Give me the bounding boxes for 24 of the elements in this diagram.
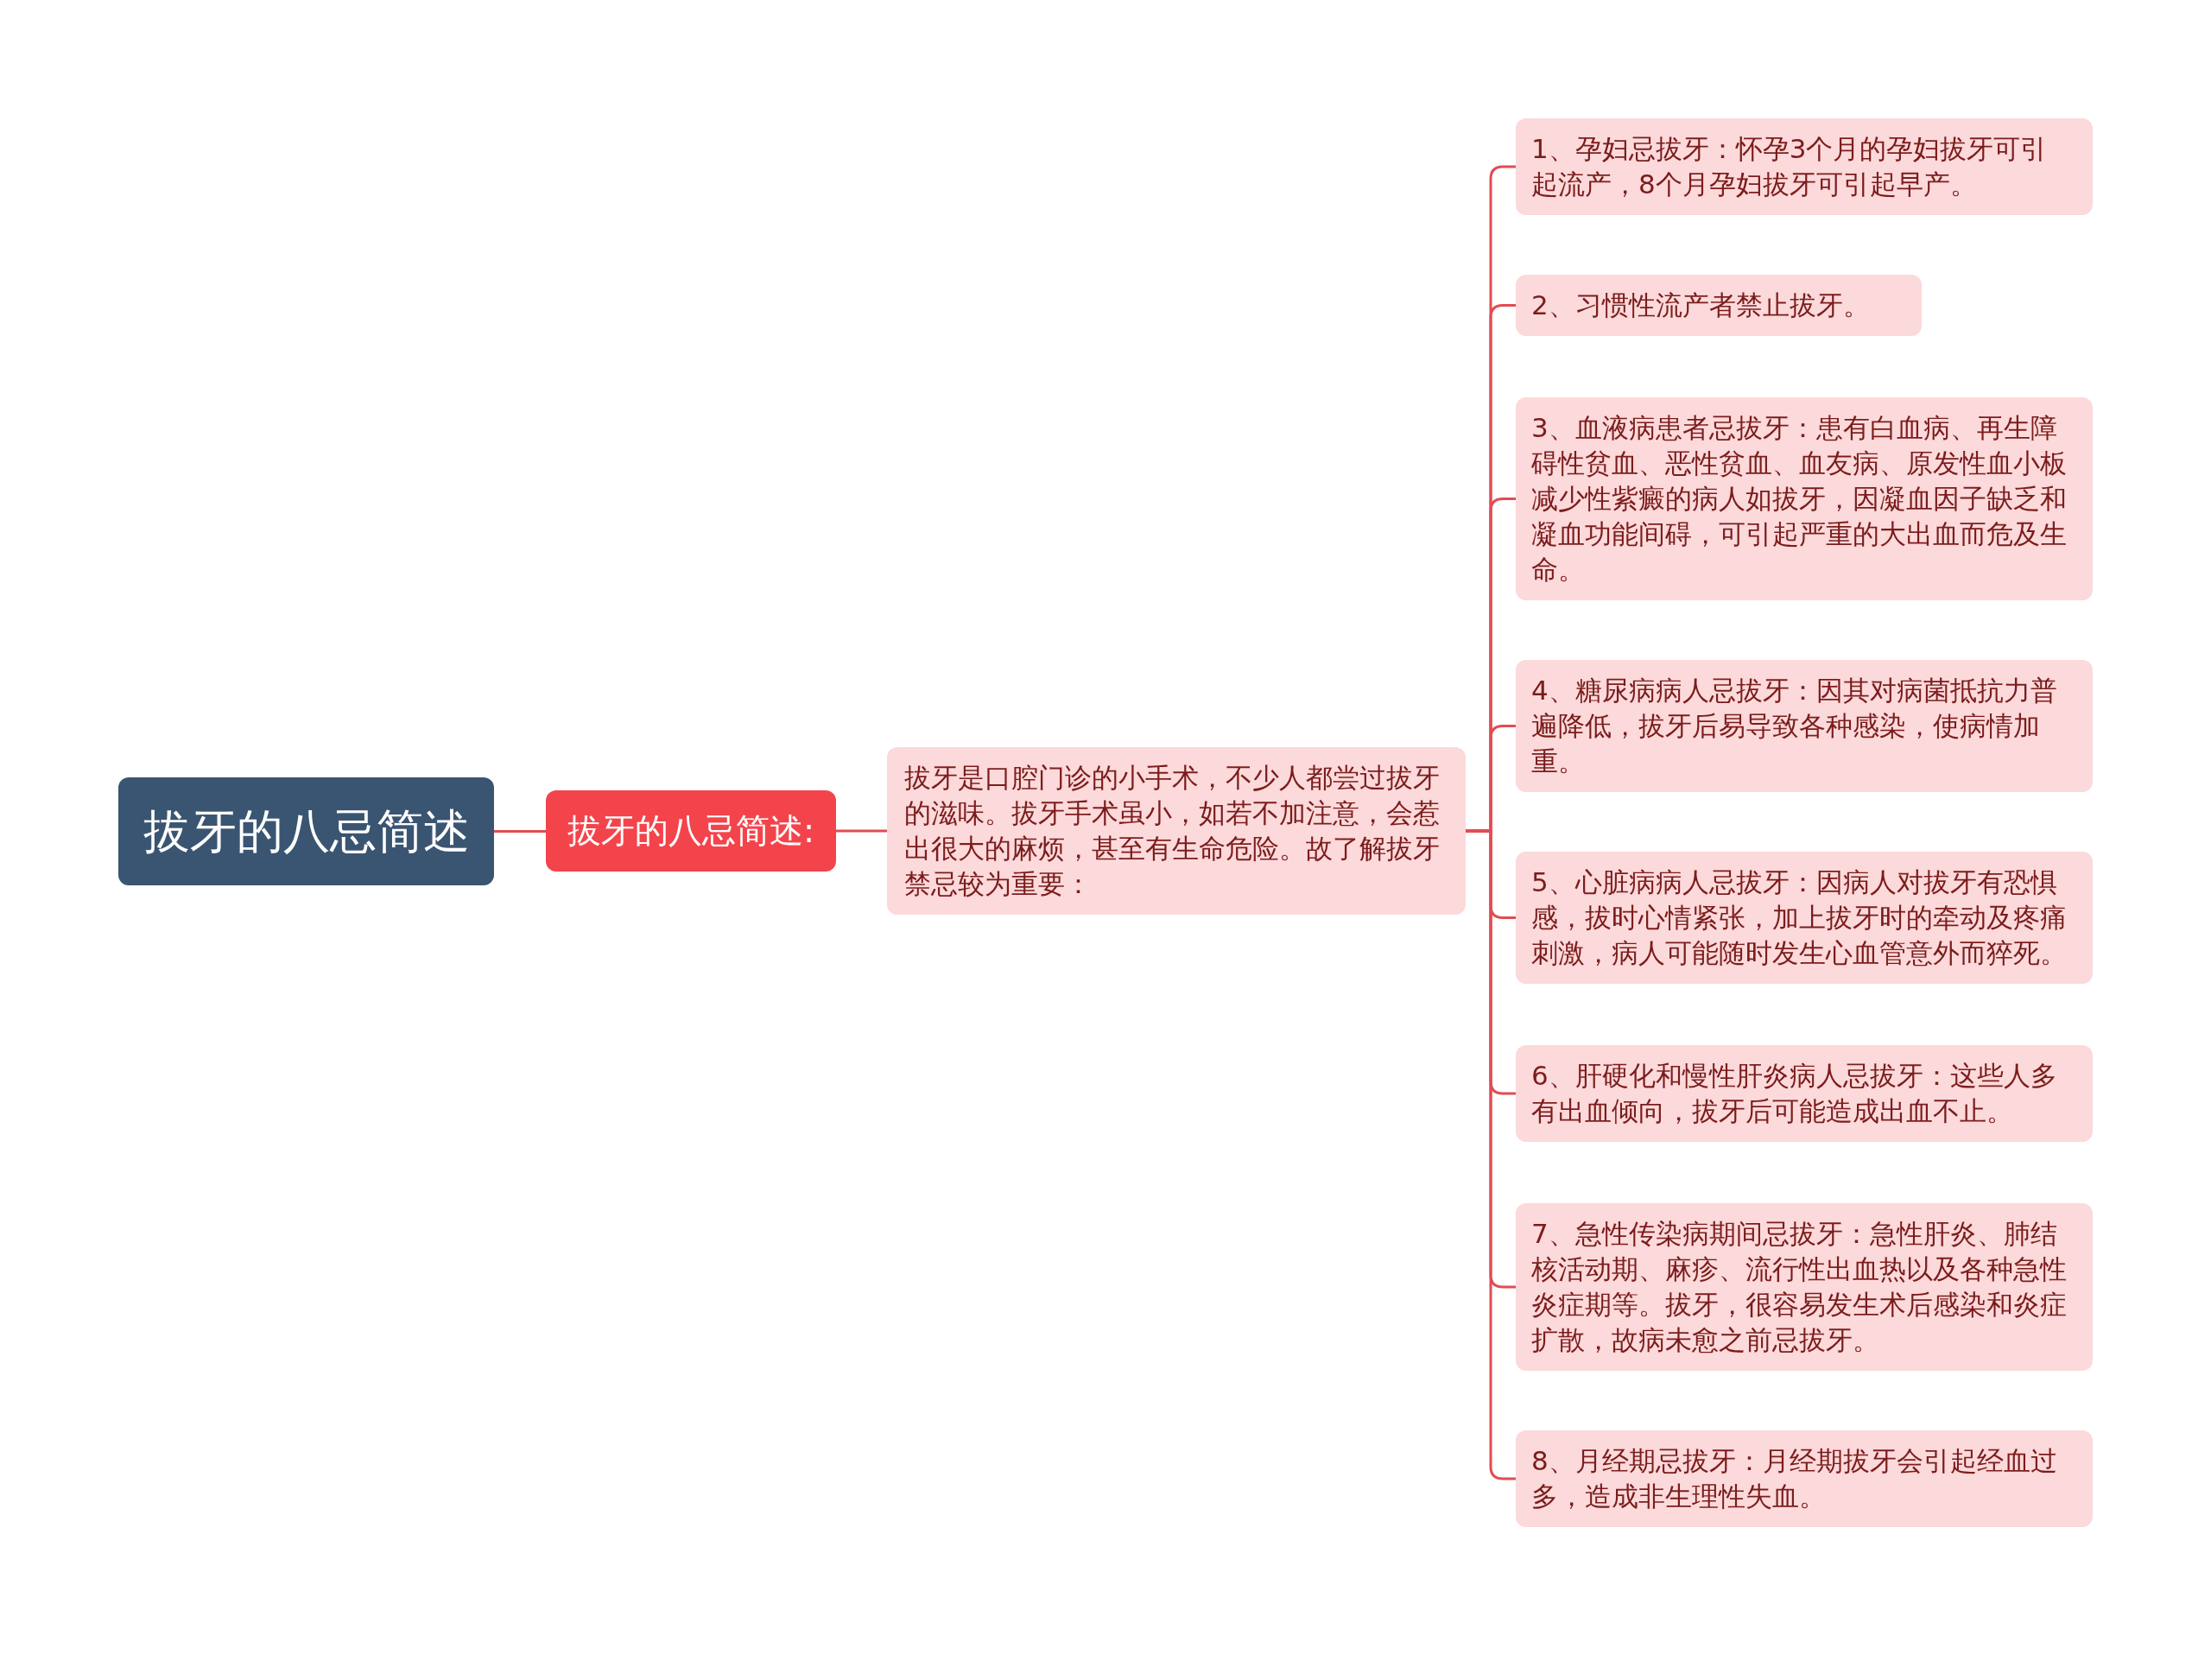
central-topic-title: 拔牙的八忌简述 xyxy=(143,803,470,859)
connector-line xyxy=(836,829,887,833)
item-card xyxy=(1516,1045,2093,1142)
item-text: 3、血液病患者忌拔牙：患有白血病、再生障碍性贫血、恶性贫血、血友病、原发性血小板减少性紫癜的病人如拔牙，因凝血因子缺乏和凝血功能间碍，可引起严重的大出血而危及生命。 xyxy=(1531,411,2068,586)
central-topic-card xyxy=(118,777,494,885)
item-card xyxy=(1516,118,2093,215)
summary-card xyxy=(887,747,1466,915)
item-card xyxy=(1516,397,2093,600)
item-card xyxy=(1516,1430,2093,1527)
item-text: 2、习惯性流产者禁止拔牙。 xyxy=(1531,288,1871,322)
item-text: 8、月经期忌拔牙：月经期拔牙会引起经血过多，造成非生理性失血。 xyxy=(1531,1444,2058,1513)
main-topic-card xyxy=(546,790,836,872)
item-card xyxy=(1516,1203,2093,1371)
connector-line xyxy=(494,830,546,833)
item-text: 4、糖尿病病人忌拔牙：因其对病菌抵抗力普遍降低，拔牙后易导致各种感染，使病情加重。 xyxy=(1531,674,2058,778)
summary-text: 拔牙是口腔门诊的小手术，不少人都尝过拔牙的滋味。拔牙手术虽小，如若不加注意，会惹出很大的麻烦，甚至有生命危险。故了解拔牙禁忌较为重要： xyxy=(904,761,1441,901)
main-topic-title: 拔牙的八忌简述: xyxy=(567,810,815,852)
item-card xyxy=(1516,660,2093,792)
item-card xyxy=(1516,275,1922,336)
item-card xyxy=(1516,852,2093,984)
item-text: 6、肝硬化和慢性肝炎病人忌拔牙：这些人多有出血倾向，拔牙后可能造成出血不止。 xyxy=(1531,1059,2058,1128)
item-text: 5、心脏病病人忌拔牙：因病人对拔牙有恐惧感，拔时心情紧张，加上拔牙时的牵动及疼痛刺激，病人可能随时发生心血管意外而猝死。 xyxy=(1531,865,2068,970)
item-text: 1、孕妇忌拔牙：怀孕3个月的孕妇拔牙可引起流产，8个月孕妇拔牙可引起早产。 xyxy=(1531,132,2049,201)
item-text: 7、急性传染病期间忌拔牙：急性肝炎、肺结核活动期、麻疹、流行性出血热以及各种急性炎症期等。拔牙，很容易发生术后感染和炎症扩散，故病未愈之前忌拔牙。 xyxy=(1531,1217,2068,1357)
